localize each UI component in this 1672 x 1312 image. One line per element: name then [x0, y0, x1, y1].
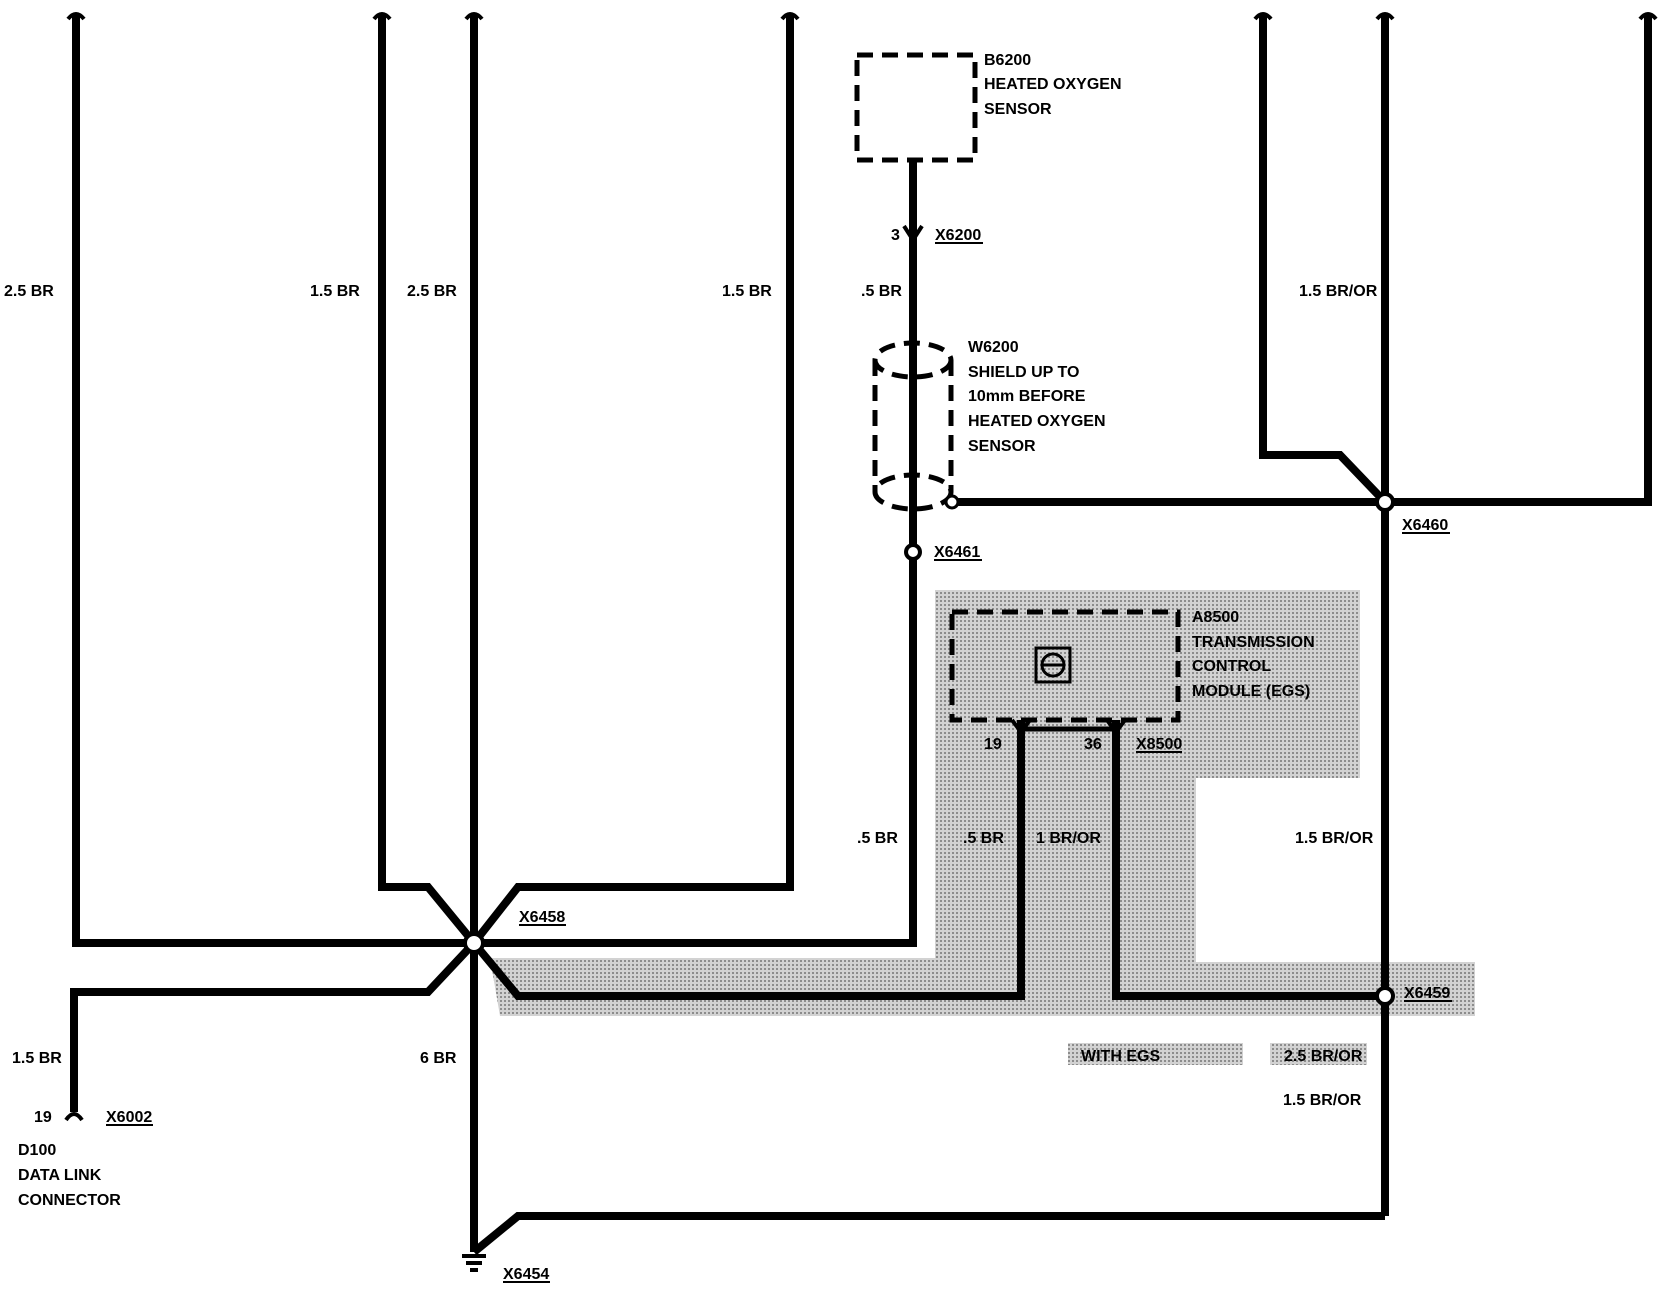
- d100-line1: DATA LINK: [18, 1167, 102, 1184]
- w6200-line3: HEATED OXYGEN: [968, 413, 1106, 430]
- wire-label: 1.5 BR/OR: [1283, 1092, 1362, 1109]
- splice-points: [463, 492, 1395, 1006]
- x6002-pin: 19: [34, 1109, 52, 1126]
- wire-1.5br-b: [470, 16, 794, 946]
- x6454-id: X6454: [503, 1266, 549, 1283]
- a8500-id: A8500: [1192, 609, 1239, 626]
- ground-icon: [462, 1254, 486, 1272]
- a8500-line3: MODULE (EGS): [1192, 683, 1310, 700]
- wire-break-markers: [66, 12, 1658, 21]
- b6200-id: B6200: [984, 52, 1031, 69]
- wire-label: 1.5 BR: [722, 283, 772, 300]
- x6461-id: X6461: [934, 544, 980, 561]
- b6200-name-line1: HEATED OXYGEN: [984, 76, 1122, 93]
- b6200-name-line2: SENSOR: [984, 101, 1052, 118]
- x6200-pin: 3: [891, 227, 900, 244]
- x6459-id: X6459: [1404, 985, 1450, 1002]
- x6002-id: X6002: [106, 1109, 152, 1126]
- x8500-pin-a: 19: [984, 736, 1002, 753]
- x6458-id: X6458: [519, 909, 565, 926]
- connector-underlines: [106, 242, 1452, 1283]
- x6002-connector-symbol: [64, 1112, 84, 1122]
- a8500-line1: TRANSMISSION: [1192, 634, 1315, 651]
- wire-label: 1.5 BR: [310, 283, 360, 300]
- b6200-sensor-box: [854, 52, 978, 163]
- x6461-splice: [904, 543, 922, 561]
- wire-label: .5 BR: [963, 830, 1004, 847]
- wire-left-2.5br: [72, 16, 474, 947]
- x6200-connector-symbol: [902, 224, 924, 244]
- module-icon: [1034, 646, 1072, 684]
- wire-label: 2.5 BR: [4, 283, 54, 300]
- w6200-id: W6200: [968, 339, 1019, 356]
- w6200-line1: SHIELD UP TO: [968, 364, 1079, 381]
- wire-label: 1.5 BR/OR: [1295, 830, 1374, 847]
- wire-label: .5 BR: [861, 283, 902, 300]
- component-labels: B6200 HEATED OXYGEN SENSOR W6200 SHIELD …: [18, 52, 1315, 1209]
- with-egs-legend-box: [1068, 1043, 1243, 1065]
- x8500-pin36-symbol: [1105, 718, 1127, 736]
- x8500-pin-b: 36: [1084, 736, 1102, 753]
- egs-wire-legend-box: [1270, 1043, 1367, 1065]
- wire-label: 1 BR/OR: [1036, 830, 1101, 847]
- connector-labels: 3 X6200 X6461 X6460 19 36 X8500 X6458 X6…: [34, 227, 1450, 1283]
- wire-br-or-left: [1259, 16, 1388, 505]
- wire-egs-36: [1112, 720, 1385, 1000]
- a8500-line2: CONTROL: [1192, 658, 1271, 675]
- x6200-id: X6200: [935, 227, 981, 244]
- x6459-splice: [1375, 986, 1395, 1006]
- w6200-shield: [872, 340, 954, 512]
- a8500-module: [949, 609, 1181, 723]
- wire-o2-sensor: [474, 160, 917, 947]
- d100-line2: CONNECTOR: [18, 1192, 121, 1209]
- wire-ground-return: [471, 1212, 1385, 1256]
- wire-label: 6 BR: [420, 1050, 457, 1067]
- wire-data-link: [70, 940, 477, 1112]
- x8500-pin19-symbol: [1010, 718, 1032, 736]
- wire-labels: 2.5 BR 1.5 BR 2.5 BR 1.5 BR .5 BR 1.5 BR…: [4, 283, 1378, 1109]
- wires: [70, 16, 1652, 1256]
- wire-egs-19: [470, 720, 1025, 1000]
- with-egs-legend: WITH EGS: [1081, 1048, 1160, 1065]
- x6458-splice: [463, 932, 485, 954]
- d100-id: D100: [18, 1142, 56, 1159]
- x8500-id: X8500: [1136, 736, 1182, 753]
- wire-br-or-right: [1385, 16, 1652, 506]
- wire-label: 2.5 BR: [407, 283, 457, 300]
- w6200-line2: 10mm BEFORE: [968, 388, 1086, 405]
- wire-label: .5 BR: [857, 830, 898, 847]
- wire-1.5br-a: [378, 16, 478, 946]
- x6460-splice: [1375, 492, 1395, 512]
- wire-label: 1.5 BR/OR: [1299, 283, 1378, 300]
- x6460-id: X6460: [1402, 517, 1448, 534]
- wire-label: 2.5 BR/OR: [1284, 1048, 1363, 1065]
- shield-drain-splice: [944, 494, 960, 510]
- egs-shaded-region: [490, 590, 1475, 1065]
- w6200-line4: SENSOR: [968, 438, 1036, 455]
- wire-label: 1.5 BR: [12, 1050, 62, 1067]
